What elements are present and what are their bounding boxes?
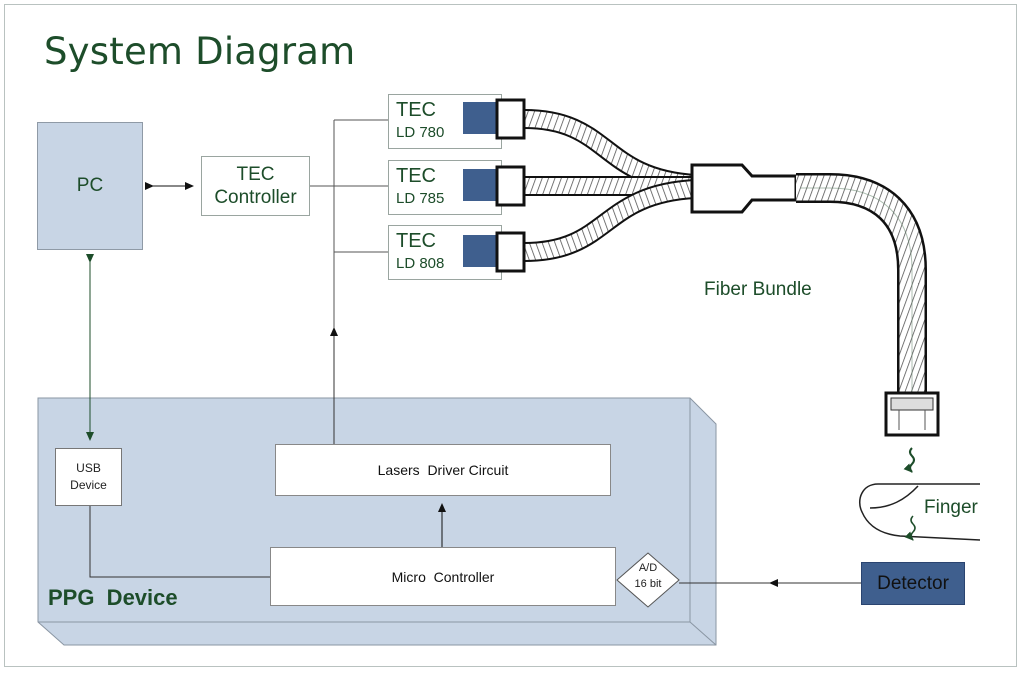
usb-label-2: Device [70,478,107,492]
usb-label-1: USB [76,461,101,475]
detector-block: Detector [861,562,965,605]
detector-wave-icon [904,515,916,541]
diagram-frame [4,4,1017,667]
fiber-bundle-label: Fiber Bundle [704,279,812,300]
finger-icon [858,483,981,541]
probe-tip [884,391,940,437]
pc-block: PC [37,122,143,250]
adc-label-2: 16 bit [634,578,662,590]
usb-micro-link [89,506,270,578]
ld-label: LD 785 [396,190,445,207]
tec-label: TEC [396,99,436,121]
usb-device-block: USB Device [55,448,122,506]
detector-label: Detector [877,572,949,594]
tec-label: TEC [396,230,436,252]
tec-ld-808-block: TEC LD 808 [388,225,502,280]
finger-label: Finger [924,497,978,518]
tec-controller-label-2: Controller [214,187,297,208]
micro-controller-label: Micro Controller [391,568,495,585]
page-title: System Diagram [44,30,356,73]
adc-label-1: A/D [638,562,658,574]
micro-controller-block: Micro Controller [270,547,616,606]
lasers-driver-block: Lasers Driver Circuit [275,444,611,496]
tec-controller-label-1: TEC [236,164,275,185]
fiber-bundle [796,173,927,395]
adc-block: A/D 16 bit [621,560,675,592]
ld-label: LD 780 [396,124,445,141]
fiber-combiner [690,163,798,214]
adc-diamond [616,552,680,608]
light-wave-icon [903,447,915,473]
ld-label: LD 808 [396,255,445,272]
lasers-driver-label: Lasers Driver Circuit [377,462,509,478]
tec-ld-780-block: TEC LD 780 [388,94,502,149]
tec-label: TEC [396,165,436,187]
pc-label: PC [76,175,104,196]
tec-wiring [310,119,390,253]
ppg-device-label: PPG Device [48,585,178,610]
fiber-strands [523,109,696,262]
tec-controller-block: TEC Controller [201,156,310,216]
tec-ld-785-block: TEC LD 785 [388,160,502,215]
